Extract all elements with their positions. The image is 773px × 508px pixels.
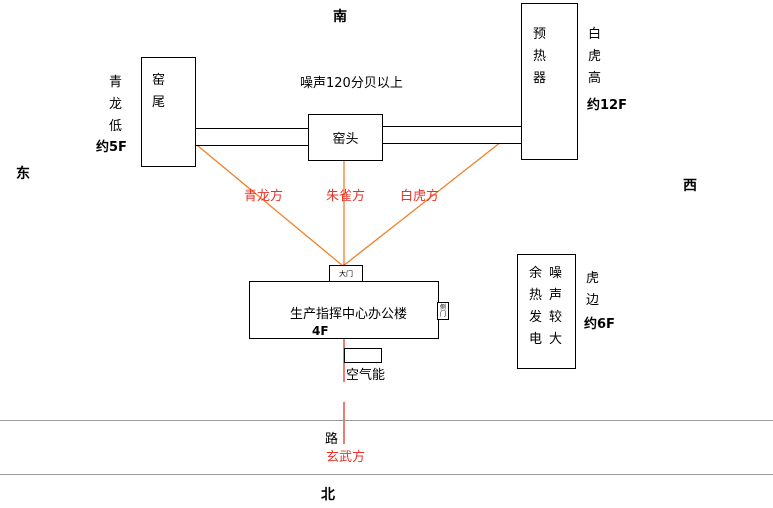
waste-heat-char: 热	[529, 288, 543, 303]
preheater-char: 器	[533, 71, 547, 86]
tiger-side-height: 约6F	[584, 317, 615, 332]
waste-heat-char: 余	[529, 266, 543, 281]
qinglong-char: 青	[109, 75, 123, 90]
noise-char: 较	[549, 310, 563, 325]
road-edge-bottom	[0, 474, 773, 475]
xuanwu-direction-label: 玄武方	[326, 450, 366, 465]
direction-north: 北	[321, 487, 335, 503]
qinglong-char: 低	[109, 119, 123, 134]
kiln-tail-char: 窑	[152, 73, 166, 88]
tiger-side-label: 虎 边	[586, 268, 599, 312]
baihu-height: 约12F	[587, 98, 627, 113]
air-energy-label: 空气能	[346, 368, 386, 383]
office-building-floors: 4F	[312, 324, 329, 338]
tiger-side-char: 边	[586, 293, 600, 308]
main-door: 大门	[329, 265, 363, 282]
kiln-tail-box: 窑 尾	[141, 57, 196, 167]
main-door-label: 大门	[339, 269, 353, 278]
direction-west: 西	[683, 178, 697, 194]
tiger-side-char: 虎	[586, 271, 600, 286]
preheater-char: 热	[533, 49, 547, 64]
side-door-char: 侧	[440, 304, 447, 311]
baihu-side-label: 白 虎 高	[588, 24, 601, 90]
office-building: 生产指挥中心办公楼 4F	[249, 281, 439, 339]
qinglong-side-label: 青 龙 低	[109, 72, 122, 138]
noise-char: 噪	[549, 266, 563, 281]
kiln-body-right	[381, 126, 523, 144]
qinglong-char: 龙	[109, 97, 123, 112]
qinglong-direction-label: 青龙方	[244, 189, 284, 204]
preheater-box: 预 热 器	[521, 3, 578, 160]
baihu-char: 高	[588, 71, 602, 86]
road-label: 路	[325, 432, 339, 447]
waste-heat-char: 电	[529, 332, 543, 347]
baihu-char: 白	[588, 27, 602, 42]
kiln-tail-char: 尾	[152, 95, 166, 110]
kiln-body-left	[194, 128, 310, 146]
side-door: 侧 门	[437, 302, 449, 320]
noise-char: 声	[549, 288, 563, 303]
baihu-direction-label: 白虎方	[400, 189, 440, 204]
kiln-head-label: 窑头	[332, 132, 359, 147]
baihu-char: 虎	[588, 49, 602, 64]
noise-note: 噪声120分贝以上	[300, 76, 403, 91]
qinglong-height: 约5F	[96, 140, 127, 155]
waste-heat-char: 发	[529, 310, 543, 325]
zhuque-direction-label: 朱雀方	[326, 189, 366, 204]
noise-char: 大	[549, 332, 563, 347]
air-energy-unit	[344, 348, 382, 363]
direction-east: 东	[16, 166, 30, 182]
office-building-name: 生产指挥中心办公楼	[290, 307, 408, 322]
side-door-char: 门	[440, 311, 447, 318]
direction-south: 南	[333, 9, 347, 25]
preheater-char: 预	[533, 27, 547, 42]
kiln-head-box: 窑头	[308, 114, 383, 161]
waste-heat-power-box: 余 热 发 电 噪 声 较 大	[517, 254, 576, 369]
road-edge-top	[0, 420, 773, 421]
